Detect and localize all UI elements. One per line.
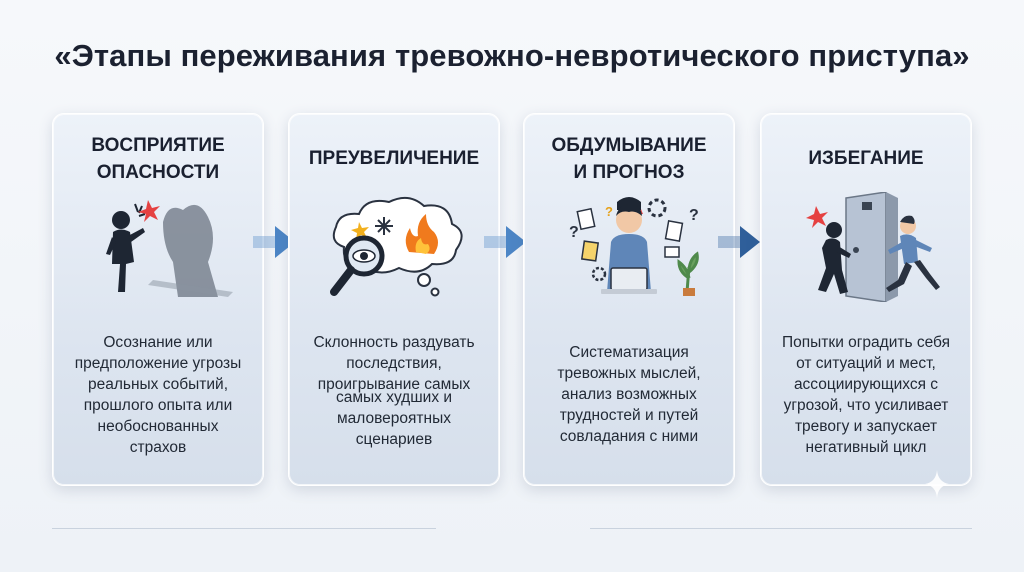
svg-text:?: ? [605, 204, 613, 219]
stage-text-line: прошлого опыта или [83, 397, 233, 414]
stage-text-line: Склонность раздувать [313, 334, 475, 351]
divider-line [590, 528, 972, 529]
magnifier-thought-cloud-icon [330, 196, 463, 297]
stage-title-line: ВОСПРИЯТИЕ [91, 135, 225, 156]
stage-text-line: предположение угрозы [74, 355, 242, 372]
stage-text-line: трудностей и путей [559, 407, 699, 424]
stage-title-line: ОПАСНОСТИ [96, 162, 220, 183]
stage-text-line: Систематизация [569, 344, 689, 361]
sparkle-icon [925, 470, 949, 498]
stage-title: ВОСПРИЯТИЕ ОПАСНОСТИ [53, 132, 263, 186]
stage-card-avoidance: ИЗБЕГАНИЕ Попытки оградить себя от ситуа… [760, 113, 972, 486]
stage-text-line: маловероятных [337, 410, 451, 427]
svg-text:?: ? [569, 224, 579, 241]
stage-description: Систематизация тревожных мыслей, анализ … [532, 342, 726, 447]
page-title: «Этапы переживания тревожно-невротическо… [54, 38, 970, 73]
stage-text-line: необоснованных [97, 418, 219, 435]
stage-text-line: анализ возможных [561, 386, 697, 403]
arrow-right-icon [484, 226, 526, 258]
arrow-right-icon [253, 226, 295, 258]
stage-text-line: ассоциирующихся с [793, 376, 939, 393]
stage-card-thinking-forecast: ОБДУМЫВАНИЕ И ПРОГНОЗ ? ? ? Систематизац… [523, 113, 735, 486]
stage-title: ПРЕУВЕЛИЧЕНИЕ [289, 145, 499, 172]
stage-text-line: угрозой, что усиливает [783, 397, 949, 414]
stage-text-line: негативный цикл [805, 439, 927, 456]
stage-text-line: Осознание или [103, 334, 213, 351]
svg-text:?: ? [689, 207, 699, 224]
stage-text-line: Попытки оградить себя [782, 334, 950, 351]
stage-text-line: тревожных мыслей, [557, 365, 701, 382]
stage-text-line: сценариев [355, 431, 433, 448]
stage-description: Склонность раздувать последствия, проигр… [297, 332, 491, 450]
person-running-door-icon [806, 192, 940, 302]
stage-title-line: ОБДУМЫВАНИЕ [551, 135, 707, 156]
stage-title-line: ИЗБЕГАНИЕ [808, 148, 924, 169]
arrow-right-icon [718, 226, 760, 258]
stage-text-line: самых худших и [335, 389, 453, 406]
stage-title-line: ПРЕУВЕЛИЧЕНИЕ [308, 148, 480, 169]
stage-card-exaggeration: ПРЕУВЕЛИЧЕНИЕ Склонность раздувать после… [288, 113, 500, 486]
worried-person-laptop-icon: ? ? ? [569, 197, 699, 296]
stage-text-line: последствия, [346, 355, 442, 372]
stage-title-line: И ПРОГНОЗ [573, 162, 685, 183]
stage-text-line: реальных событий, [87, 376, 229, 393]
stage-description: Осознание или предположение угрозы реаль… [61, 332, 255, 458]
stage-text-line: тревогу и запускает [794, 418, 938, 435]
stage-card-danger-perception: ВОСПРИЯТИЕ ОПАСНОСТИ Осознание или предп… [52, 113, 264, 486]
stage-text-line: совладания с ними [559, 428, 699, 445]
person-with-shadow-icon [106, 200, 233, 297]
stage-title: ИЗБЕГАНИЕ [761, 145, 971, 172]
stage-description: Попытки оградить себя от ситуаций и мест… [769, 332, 963, 458]
stage-text-line: страхов [129, 439, 187, 456]
stage-text-line: проигрывание самых [317, 376, 471, 393]
stage-text-line: от ситуаций и мест, [796, 355, 936, 372]
stage-title: ОБДУМЫВАНИЕ И ПРОГНОЗ [524, 132, 734, 186]
divider-line [52, 528, 436, 529]
